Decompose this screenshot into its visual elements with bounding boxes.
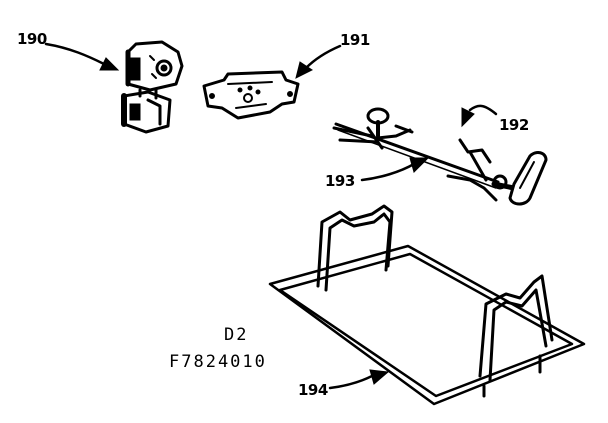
leader-arrows	[44, 42, 498, 390]
drawing-section: D2	[224, 325, 249, 345]
drawing-number: F7824010	[169, 352, 267, 372]
part-191-bracket	[202, 70, 300, 120]
callout-194: 194	[298, 381, 328, 399]
callout-193: 193	[325, 172, 355, 190]
part-190-motor	[121, 40, 184, 134]
part-192-fork	[446, 138, 548, 206]
callout-190: 190	[17, 30, 47, 48]
part-194-wire-rack	[268, 204, 586, 406]
callout-192: 192	[499, 116, 529, 134]
part-193-spit	[332, 107, 500, 189]
callout-191: 191	[340, 31, 370, 49]
